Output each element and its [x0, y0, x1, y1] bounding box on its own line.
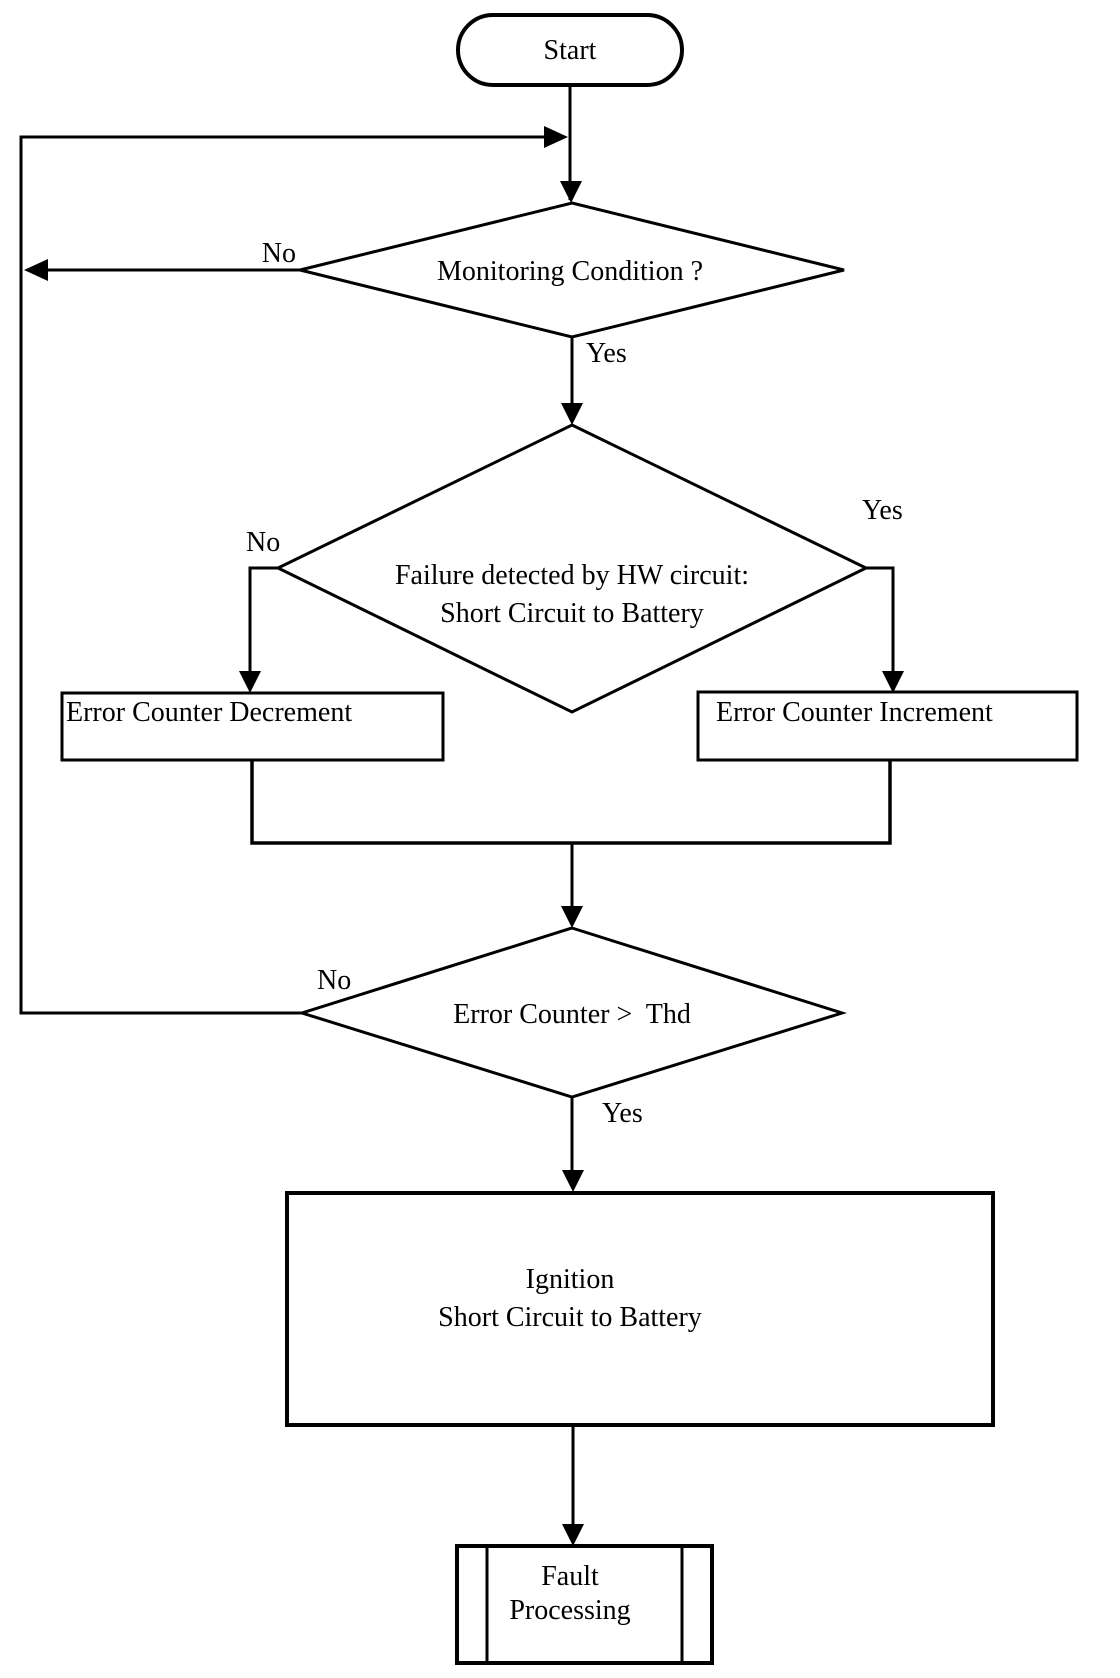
node-ignition-label-line1: Ignition [526, 1264, 615, 1295]
arrowhead-monitoring-in [560, 181, 582, 203]
arrowhead-threshold-in [561, 906, 583, 928]
node-decrement-label: Error Counter Decrement [66, 697, 352, 728]
label-monitoring-yes: Yes [586, 338, 627, 369]
label-threshold-yes: Yes [602, 1098, 643, 1129]
node-failure-label-line1: Failure detected by HW circuit: [395, 560, 749, 591]
edge-merge [250, 760, 892, 845]
node-start [456, 13, 684, 87]
edge-failure-no [248, 566, 278, 687]
node-failure-decision [274, 423, 870, 714]
node-monitoring-label: Monitoring Condition ? [437, 256, 703, 287]
node-ignition-box [285, 1191, 995, 1427]
label-threshold-no: No [317, 965, 351, 996]
arrowhead-return-loop [544, 126, 568, 148]
node-increment-box [696, 690, 1079, 762]
node-fault-label-line2: Processing [509, 1595, 630, 1626]
arrowhead-failure-in [561, 403, 583, 425]
node-threshold-decision [296, 926, 848, 1099]
arrowhead-decrement-in [239, 671, 261, 693]
node-monitoring-decision [299, 201, 845, 339]
node-start-label: Start [544, 35, 597, 66]
node-threshold-label: Error Counter > Thd [453, 999, 691, 1030]
arrowhead-ignition-in [562, 1170, 584, 1192]
node-decrement-box [60, 691, 445, 762]
node-failure-label-line2: Short Circuit to Battery [440, 598, 704, 629]
node-fault-box [455, 1544, 714, 1665]
arrowhead-monitoring-no [24, 259, 48, 281]
arrowhead-fault-in [562, 1524, 584, 1546]
label-failure-yes: Yes [862, 495, 903, 526]
edge-failure-yes [866, 566, 895, 687]
node-fault-label-line1: Fault [541, 1561, 599, 1592]
arrowhead-increment-in [882, 671, 904, 693]
node-increment-label: Error Counter Increment [716, 697, 993, 728]
label-monitoring-no: No [262, 238, 296, 269]
node-ignition-label-line2: Short Circuit to Battery [438, 1302, 702, 1333]
edge-return-loop [19, 135, 556, 1015]
label-failure-no: No [246, 527, 280, 558]
